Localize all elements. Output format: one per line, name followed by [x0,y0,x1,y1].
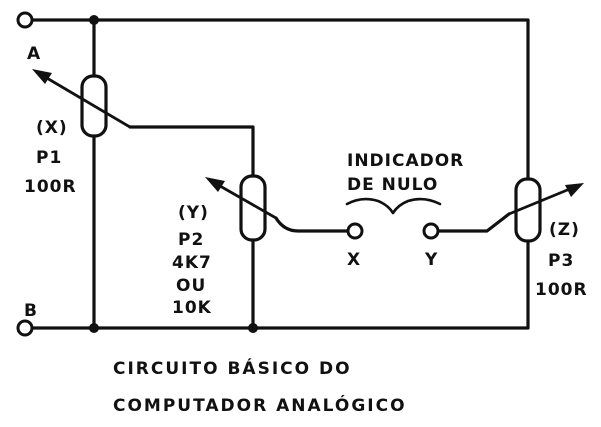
p2-name: P2 [178,230,204,250]
p1-wiper-wire [128,125,255,178]
label-b: B [24,301,38,321]
caption-line1: CIRCUITO BÁSICO DO [113,357,352,379]
indicator-y-label: Y [424,250,438,270]
terminal-a [16,11,34,29]
potentiometer-p3 [508,177,584,243]
junction-top [89,15,99,25]
p3-value: 100R [535,280,588,300]
top-rail [31,18,530,192]
p2-value: 4K7 [172,253,212,273]
terminal-x [346,222,364,240]
p1-tag: (X) [36,118,68,138]
p3-tag: (Z) [549,220,580,240]
bottom-rail [31,236,530,330]
terminal-b [16,319,34,337]
p2-alt-or: OU [176,276,206,296]
indicator-line1: INDICADOR [347,151,464,171]
junction-bottom-mid [248,323,258,333]
caption-line2: COMPUTADOR ANALÓGICO [113,394,407,416]
potentiometer-p2 [205,174,277,242]
p3-name: P3 [548,251,574,271]
p1-value: 100R [24,177,77,197]
potentiometer-p1 [32,69,131,138]
p2-alt-value: 10K [172,298,212,318]
p2-tag: (Y) [178,203,209,223]
p2-wiper-wire [274,216,351,233]
indicator-x-label: X [347,250,361,270]
label-a: A [27,44,41,64]
terminal-y [422,222,440,240]
wires [31,18,530,330]
junction-bottom-left [89,323,99,333]
indicator-brace [345,197,442,215]
p3-wiper-wire [435,212,511,233]
p1-name: P1 [36,148,62,168]
indicator-line2: DE NULO [347,175,438,195]
